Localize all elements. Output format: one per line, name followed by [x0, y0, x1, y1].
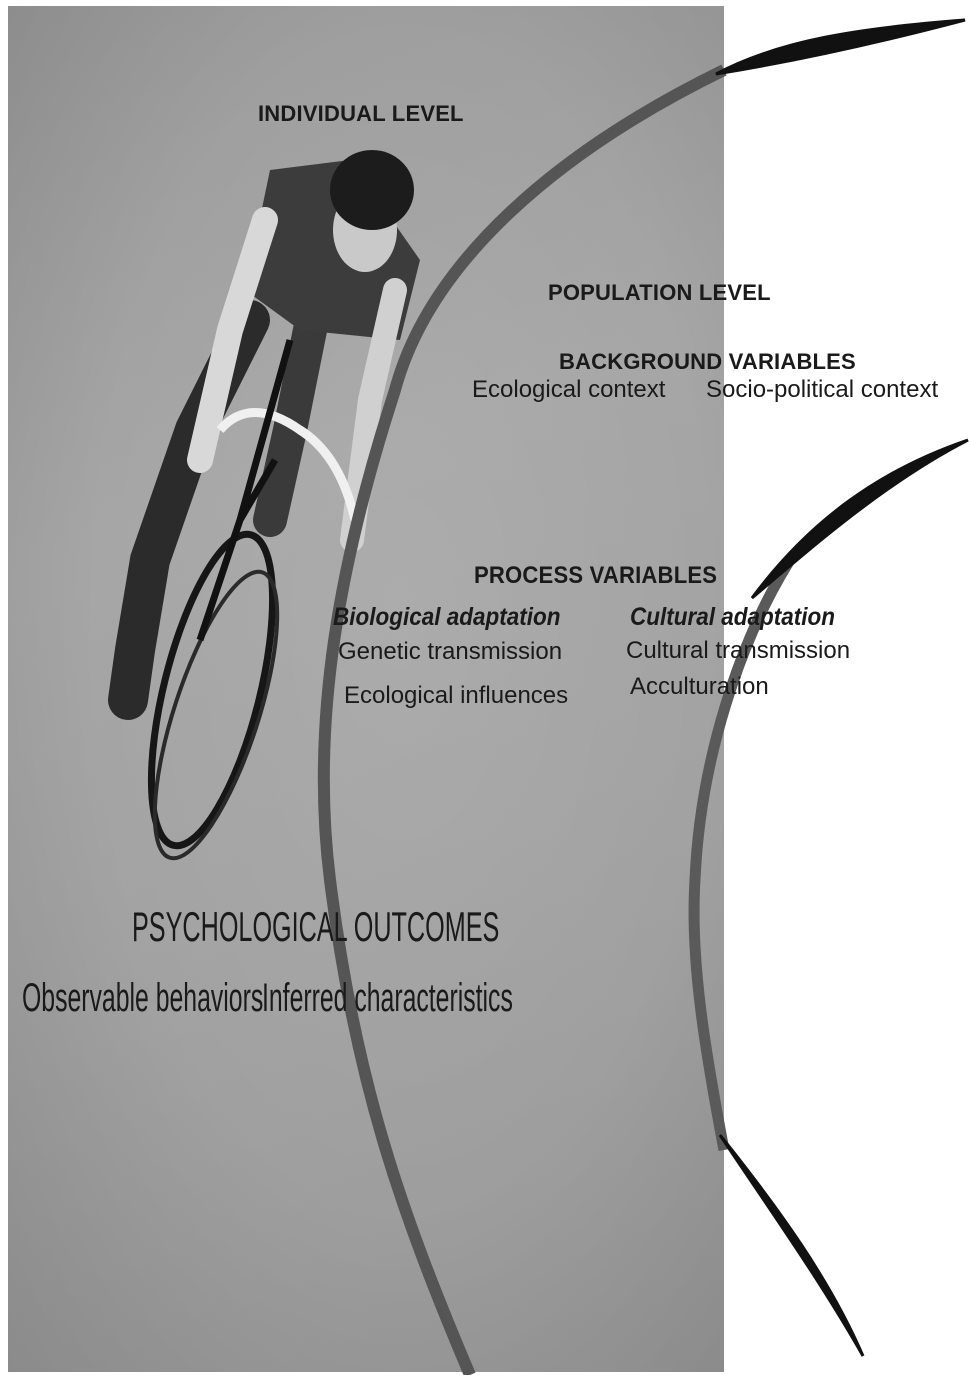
outer-curve-top	[716, 20, 965, 74]
cyclist-figure	[127, 150, 420, 871]
outcome-item-inferred: Inferred characteristics	[262, 976, 513, 1021]
outer-curve-bottom	[720, 1135, 863, 1356]
psychological-outcomes-title: PSYCHOLOGICAL OUTCOMES	[132, 903, 499, 951]
cultural-adaptation-title: Cultural adaptation	[630, 603, 835, 632]
outcome-item-observable: Observable behaviors	[22, 976, 263, 1021]
biological-item-genetic: Genetic transmission	[338, 638, 562, 666]
cultural-item-transmission: Cultural transmission	[626, 637, 850, 665]
population-level-label: POPULATION LEVEL	[548, 280, 771, 306]
individual-level-label: INDIVIDUAL LEVEL	[258, 101, 464, 127]
cyclist-helmet	[330, 150, 414, 230]
biological-item-ecological: Ecological influences	[344, 682, 568, 710]
cultural-item-acculturation: Acculturation	[630, 673, 769, 701]
background-variables-title: BACKGROUND VARIABLES	[559, 349, 856, 375]
biological-adaptation-title: Biological adaptation	[333, 603, 561, 632]
background-item-sociopolitical: Socio-political context	[706, 376, 938, 404]
process-variables-title: PROCESS VARIABLES	[474, 562, 717, 590]
background-item-ecological: Ecological context	[472, 376, 665, 404]
